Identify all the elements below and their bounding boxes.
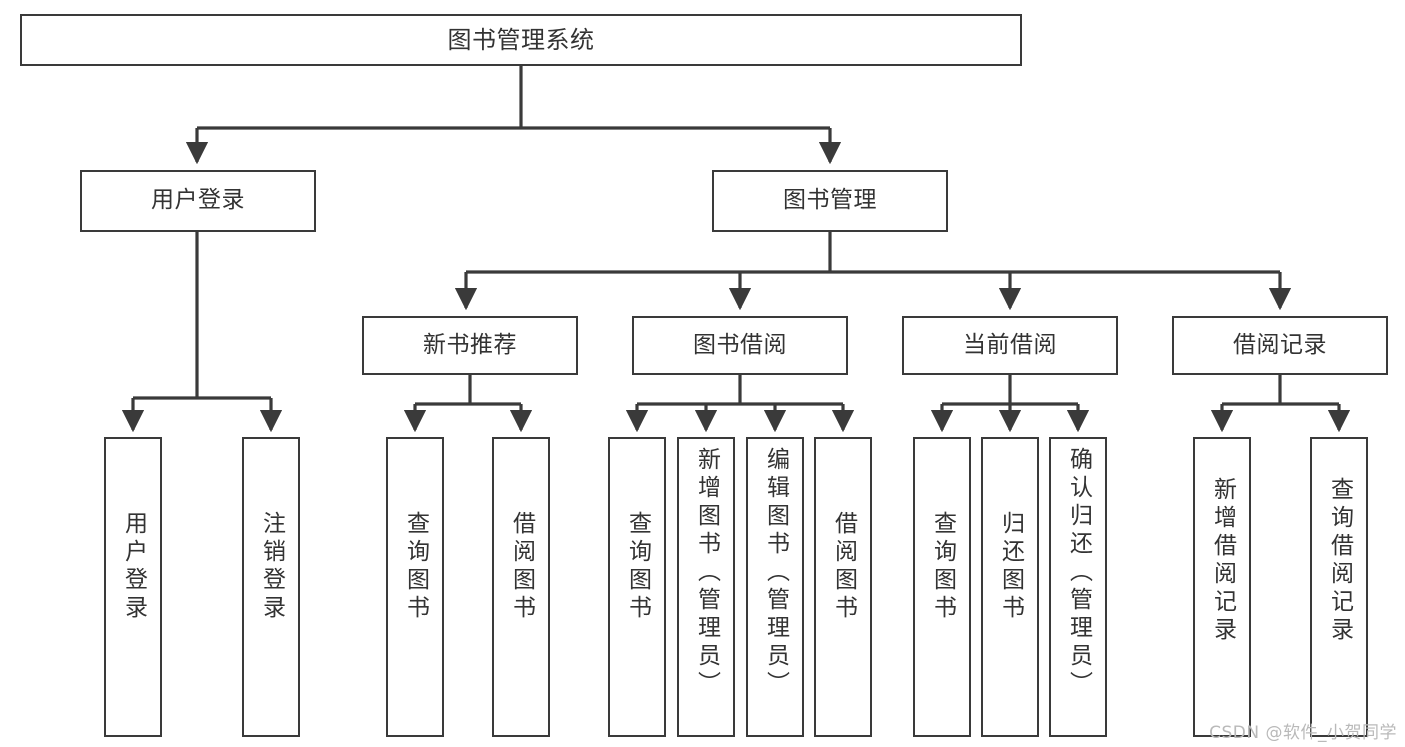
node-new-book-recommend[interactable]: 新书推荐 (362, 316, 578, 375)
node-label: 用户登录 (151, 187, 245, 214)
leaf-logout[interactable]: 注销登录 (242, 437, 300, 737)
leaf-query-book-borrow[interactable]: 查询图书 (608, 437, 666, 737)
node-label: 查询图书 (624, 511, 651, 623)
node-label: 借阅图书 (830, 511, 857, 623)
node-label: 新书推荐 (423, 331, 517, 358)
node-root-system[interactable]: 图书管理系统 (20, 14, 1022, 66)
node-label: 编辑图书（管理员） (762, 447, 789, 699)
node-label: 借阅图书 (508, 511, 535, 623)
leaf-confirm-return-admin[interactable]: 确认归还（管理员） (1049, 437, 1107, 737)
node-label: 图书管理系统 (447, 25, 595, 54)
node-label: 用户登录 (120, 511, 147, 623)
node-label: 新增借阅记录 (1209, 477, 1236, 645)
leaf-add-book-admin[interactable]: 新增图书（管理员） (677, 437, 735, 737)
node-label: 图书借阅 (693, 331, 787, 358)
node-label: 查询图书 (402, 511, 429, 623)
node-current-borrow[interactable]: 当前借阅 (902, 316, 1118, 375)
csdn-watermark: CSDN @软件_小贺同学 (1209, 723, 1397, 743)
node-user-login[interactable]: 用户登录 (80, 170, 316, 232)
node-label: 查询图书 (929, 511, 956, 623)
leaf-query-borrow-record[interactable]: 查询借阅记录 (1310, 437, 1368, 737)
leaf-return-book[interactable]: 归还图书 (981, 437, 1039, 737)
leaf-edit-book-admin[interactable]: 编辑图书（管理员） (746, 437, 804, 737)
node-label: 注销登录 (258, 511, 285, 623)
node-label: 借阅记录 (1233, 331, 1327, 358)
node-label: 新增图书（管理员） (693, 447, 720, 699)
node-borrow-record[interactable]: 借阅记录 (1172, 316, 1388, 375)
leaf-borrow-book-rec[interactable]: 借阅图书 (492, 437, 550, 737)
leaf-query-book-rec[interactable]: 查询图书 (386, 437, 444, 737)
node-label: 归还图书 (997, 511, 1024, 623)
leaf-add-borrow-record[interactable]: 新增借阅记录 (1193, 437, 1251, 737)
node-label: 查询借阅记录 (1326, 477, 1353, 645)
node-label: 图书管理 (783, 187, 877, 214)
node-book-borrow[interactable]: 图书借阅 (632, 316, 848, 375)
node-label: 当前借阅 (963, 331, 1057, 358)
leaf-borrow-book[interactable]: 借阅图书 (814, 437, 872, 737)
node-label: 确认归还（管理员） (1065, 447, 1092, 699)
leaf-user-login[interactable]: 用户登录 (104, 437, 162, 737)
leaf-query-book-current[interactable]: 查询图书 (913, 437, 971, 737)
node-book-manage[interactable]: 图书管理 (712, 170, 948, 232)
